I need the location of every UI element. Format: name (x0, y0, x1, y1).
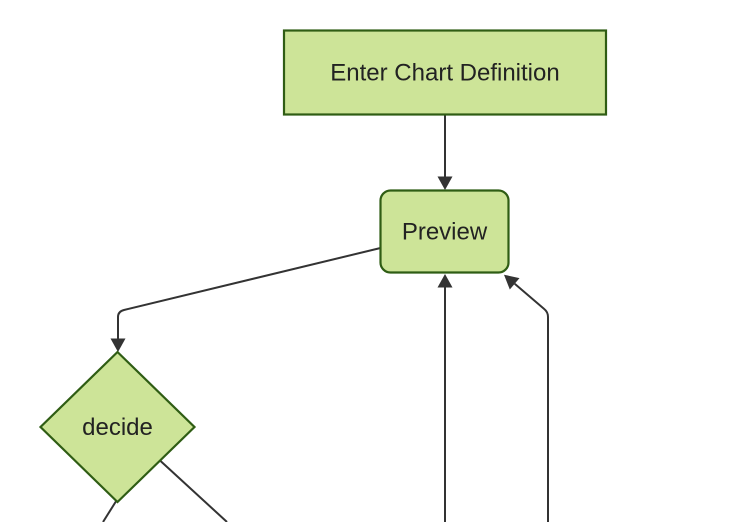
node-enter-chart-definition-label: Enter Chart Definition (330, 60, 559, 87)
edge-decide-to-offscreen-bottom-left (102, 499, 118, 522)
arrowhead-into-preview-bottom-icon (437, 274, 453, 288)
node-enter-chart-definition-shape (282, 29, 608, 116)
edge-offscreen-bottom-right-to-preview (514, 283, 549, 522)
node-decide: decide (38, 350, 197, 504)
node-preview: Preview (379, 189, 510, 274)
edge-decide-to-offscreen-bottom-right (159, 459, 228, 522)
node-decide-shape (38, 350, 197, 504)
edge-preview-to-decide (117, 247, 381, 340)
edge-layer (102, 114, 549, 522)
arrowhead-into-preview-top-icon (437, 176, 453, 190)
arrowhead-into-preview-corner-icon (504, 274, 520, 290)
node-preview-shape (379, 189, 510, 274)
node-decide-label: decide (82, 414, 153, 441)
node-preview-label: Preview (402, 219, 488, 246)
node-enter-chart-definition: Enter Chart Definition (282, 29, 608, 116)
arrowhead-into-decide-top-icon (110, 338, 126, 352)
